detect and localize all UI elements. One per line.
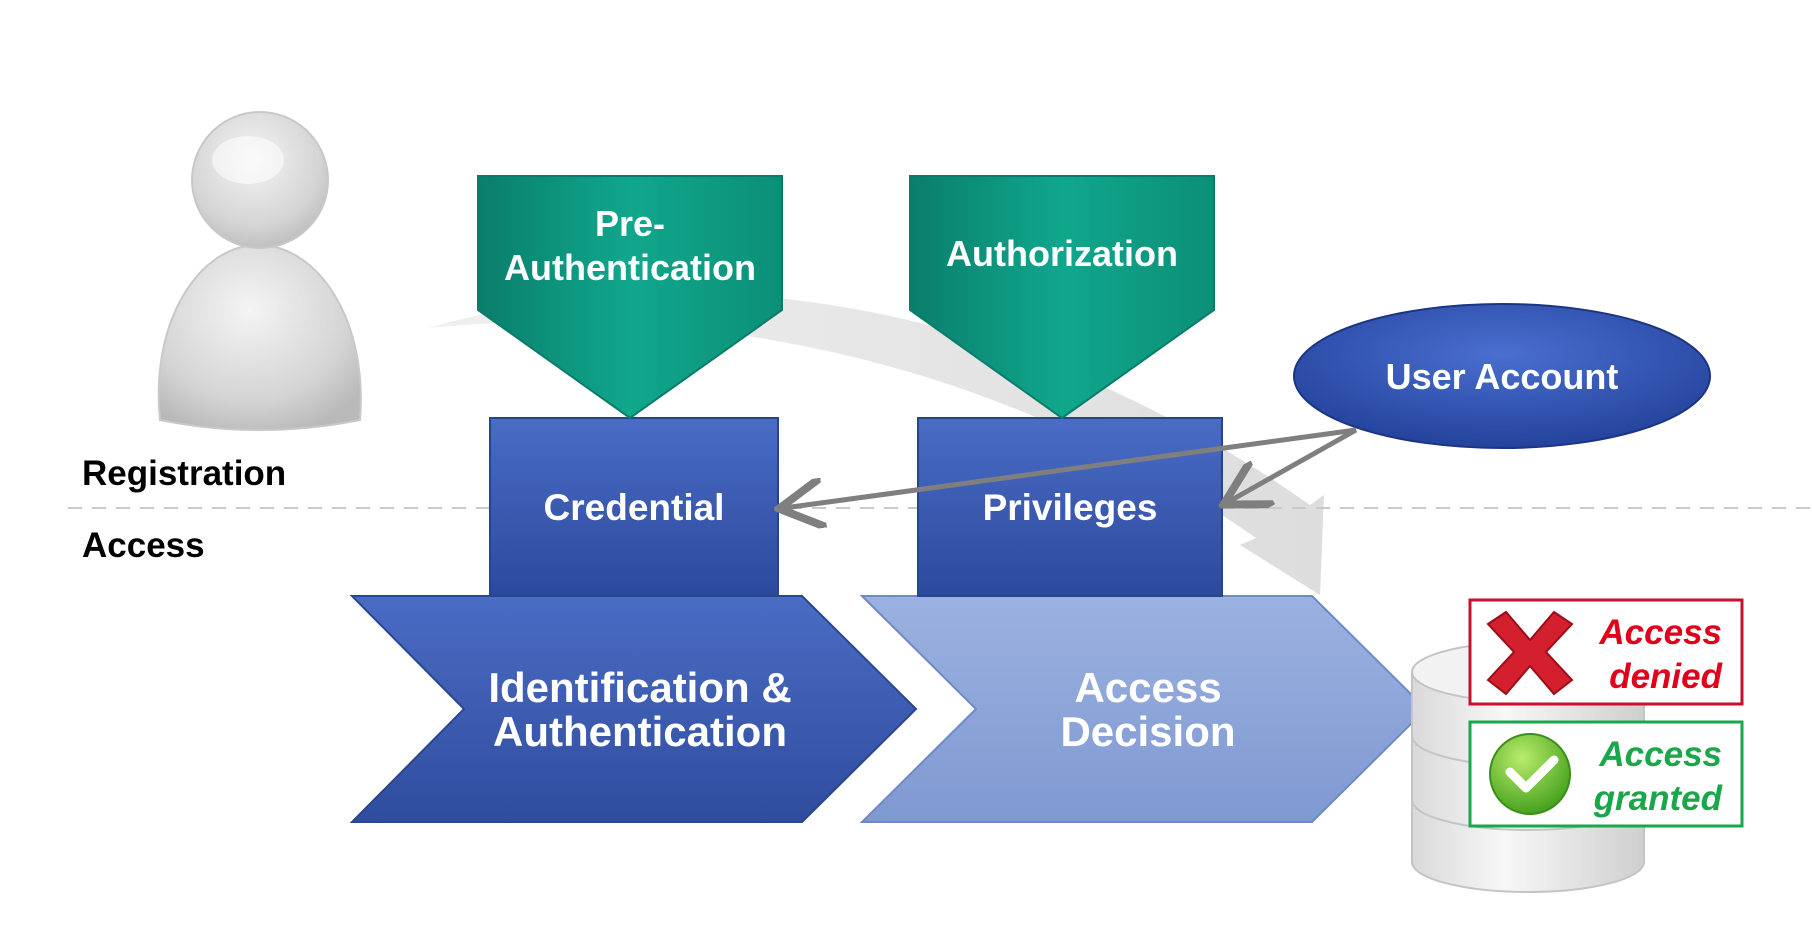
denied-line2: denied (1609, 657, 1722, 696)
arrow-to-privileges (1228, 427, 1358, 502)
pre-auth-line2: Authentication (504, 247, 756, 288)
chevron-ident-line2: Authentication (493, 708, 787, 755)
privileges-box: Privileges (917, 417, 1223, 597)
registration-label: Registration (82, 454, 287, 493)
chevron-identification-authentication: Identification & Authentication (349, 595, 918, 823)
person-icon (157, 111, 362, 431)
chevron-decision-line1: Access (1074, 664, 1221, 711)
red-x-icon (1486, 610, 1574, 696)
arrow-to-credential (784, 427, 1357, 508)
green-check-icon (1489, 733, 1571, 815)
credential-box: Credential (489, 417, 779, 597)
privileges-label: Privileges (983, 487, 1158, 528)
access-granted-box: Access granted (1468, 720, 1744, 828)
granted-line2: granted (1593, 779, 1723, 818)
pre-authentication-arrow: Pre- Authentication (477, 175, 783, 420)
granted-line1: Access (1598, 735, 1722, 774)
user-account-oval: User Account (1293, 303, 1711, 449)
chevron-ident-line1: Identification & (488, 664, 791, 711)
denied-line1: Access (1598, 613, 1722, 652)
access-denied-box: Access denied (1468, 598, 1744, 706)
authorization-arrow: Authorization (909, 175, 1215, 420)
chevron-decision-line2: Decision (1060, 708, 1235, 755)
pre-auth-line1: Pre- (595, 203, 665, 244)
user-account-label: User Account (1386, 356, 1619, 397)
chevron-access-decision: Access Decision (859, 595, 1428, 823)
access-label: Access (82, 526, 205, 565)
authorization-label: Authorization (946, 233, 1178, 274)
credential-label: Credential (544, 487, 725, 528)
